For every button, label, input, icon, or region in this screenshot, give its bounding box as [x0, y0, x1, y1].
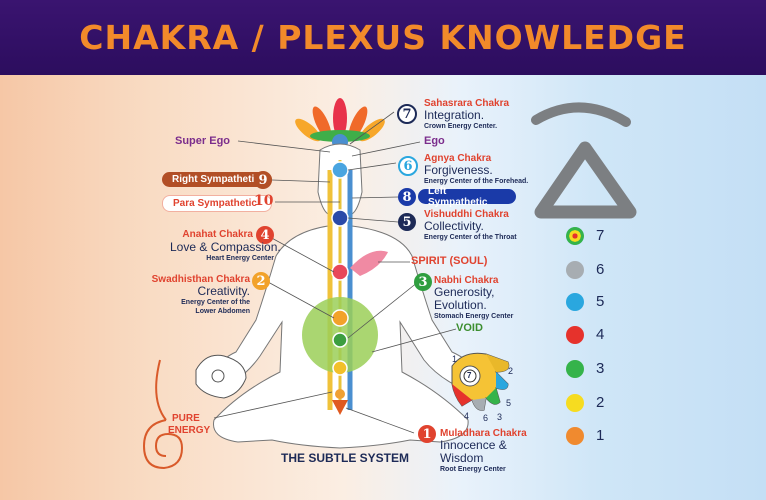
chakra-2-quality: Creativity.: [197, 284, 250, 298]
energy-label: ENERGY: [168, 425, 211, 436]
left-sympathetic-pill: Left Sympathetic: [418, 186, 516, 208]
legend-num-3: 3: [596, 360, 605, 377]
ego-label: Ego: [424, 135, 445, 147]
chakra-1-label: Muladhara Chakra Innocence & Wisdom Root…: [440, 428, 527, 474]
para-sympathetic-number: 10: [254, 193, 274, 209]
chakra-7-quality: Integration.: [424, 108, 485, 122]
hand-number-6: 6: [483, 413, 489, 423]
legend-dot-1: [566, 427, 584, 445]
right-sympathetic-pill: Right Sympathetic: [162, 172, 272, 187]
chakra-5-center: Energy Center of the Throat: [424, 234, 517, 241]
swoosh-icon: [531, 102, 631, 127]
chakra-4-number: 4: [256, 226, 274, 244]
legend-dot-2: [566, 394, 584, 412]
legend-num-2: 2: [596, 394, 605, 411]
chakra-1-quality-2: Wisdom: [440, 451, 484, 465]
chakra-3-center: Stomach Energy Center: [434, 313, 514, 320]
hand-number-2: 2: [508, 366, 514, 376]
chakra-6-number: 6: [398, 156, 418, 176]
chakra-2-center-2: Lower Abdomen: [195, 308, 250, 315]
legend-dot-3: [566, 360, 584, 378]
chakra-6-center: Energy Center of the Forehead.: [424, 178, 529, 185]
chakra-1-quality-1: Innocence &: [440, 438, 507, 452]
legend-row-1: 1: [566, 426, 626, 446]
para-sympathetic-pill: Para Sympathetic: [162, 195, 272, 212]
chakra-7-number: 7: [397, 104, 417, 124]
chakra-2-number: 2: [252, 272, 270, 290]
page-title: CHAKRA / PLEXUS KNOWLEDGE: [79, 18, 687, 57]
super-ego-label: Super Ego: [175, 135, 231, 147]
left-sympathetic-number: 8: [398, 188, 416, 206]
chakra-3-quality-2: Evolution.: [434, 298, 487, 312]
legend-row-5: 5: [566, 292, 626, 312]
chakra-6-label: Agnya Chakra Forgiveness. Energy Center …: [424, 153, 528, 186]
spirit-label: SPIRIT (SOUL): [411, 255, 488, 267]
chakra-7-name: Sahasrara Chakra: [424, 98, 510, 109]
void-label: VOID: [456, 322, 483, 334]
chakra-1-name: Muladhara Chakra: [440, 428, 527, 439]
chakra-4-center: Heart Energy Center: [206, 255, 274, 262]
left-hand-icon: [195, 354, 247, 399]
chakra-2-name: Swadhisthan Chakra: [151, 274, 250, 285]
legend-row-7: 7: [566, 226, 626, 246]
legend-num-4: 4: [596, 326, 605, 343]
legend-dot-7: [566, 227, 584, 245]
right-sympathetic-number: 9: [254, 171, 272, 189]
chakra-3-name: Nabhi Chakra: [434, 275, 499, 286]
triangle-icon: [534, 141, 637, 219]
spirit-flame-icon: [350, 250, 388, 276]
chakra-7-center: Crown Energy Center.: [424, 123, 498, 130]
header-banner: CHAKRA / PLEXUS KNOWLEDGE: [0, 0, 766, 75]
chakra-5-number: 5: [398, 213, 416, 231]
chakra-4-name: Anahat Chakra: [182, 229, 253, 240]
legend-num-6: 6: [596, 261, 605, 278]
chakra-4-label: Anahat Chakra: [165, 229, 253, 240]
legend-row-4: 4: [566, 325, 626, 345]
seated-figure-outline: [213, 143, 479, 449]
chakra-2-center-1: Energy Center of the: [181, 299, 250, 306]
chakra-7-label: Sahasrara Chakra Integration. Crown Ener…: [424, 98, 509, 131]
legend-row-3: 3: [566, 359, 626, 379]
spine-chakra-icons: [331, 161, 349, 415]
pure-label: PURE: [172, 413, 200, 424]
chakra-3-label: Nabhi Chakra Generosity, Evolution. Stom…: [434, 275, 513, 321]
hand-number-7: 7: [467, 371, 472, 380]
subtle-system-title: THE SUBTLE SYSTEM: [281, 451, 410, 465]
hand-number-5: 5: [506, 398, 512, 408]
chakra-6-quality: Forgiveness.: [424, 163, 493, 177]
lotus-crown-icon: [295, 98, 385, 150]
kundalini-spiral-icon: [142, 359, 184, 470]
chakra-5-quality: Collectivity.: [424, 219, 484, 233]
legend-dot-4: [566, 326, 584, 344]
legend-dot-5: [566, 293, 584, 311]
chakra-4-details: Love & Compassion. Heart Energy Center: [170, 240, 281, 263]
chakra-6-name: Agnya Chakra: [424, 153, 492, 164]
chakra-3-quality-1: Generosity,: [434, 285, 495, 299]
hand-number-3: 3: [497, 412, 503, 422]
chakra-1-center: Root Energy Center: [440, 466, 506, 473]
right-hand-icon: [451, 352, 510, 411]
chakra-5-name: Vishuddhi Chakra: [424, 209, 509, 220]
legend-row-2: 2: [566, 393, 626, 413]
chakra-1-number: 1: [418, 425, 436, 443]
chakra-2-label: Swadhisthan Chakra Creativity. Energy Ce…: [150, 274, 250, 316]
chakra-4-quality: Love & Compassion.: [170, 240, 281, 254]
legend-row-6: 6: [566, 260, 626, 280]
hand-number-1: 1: [452, 354, 458, 364]
chakra-5-label: Vishuddhi Chakra Collectivity. Energy Ce…: [424, 209, 517, 242]
legend-dot-6: [566, 261, 584, 279]
hand-number-4: 4: [464, 411, 470, 421]
legend-num-5: 5: [596, 293, 605, 310]
label-connector-lines: [213, 111, 457, 434]
legend-num-1: 1: [596, 427, 605, 444]
legend-num-7: 7: [596, 227, 605, 244]
chakra-3-number: 3: [414, 273, 432, 291]
